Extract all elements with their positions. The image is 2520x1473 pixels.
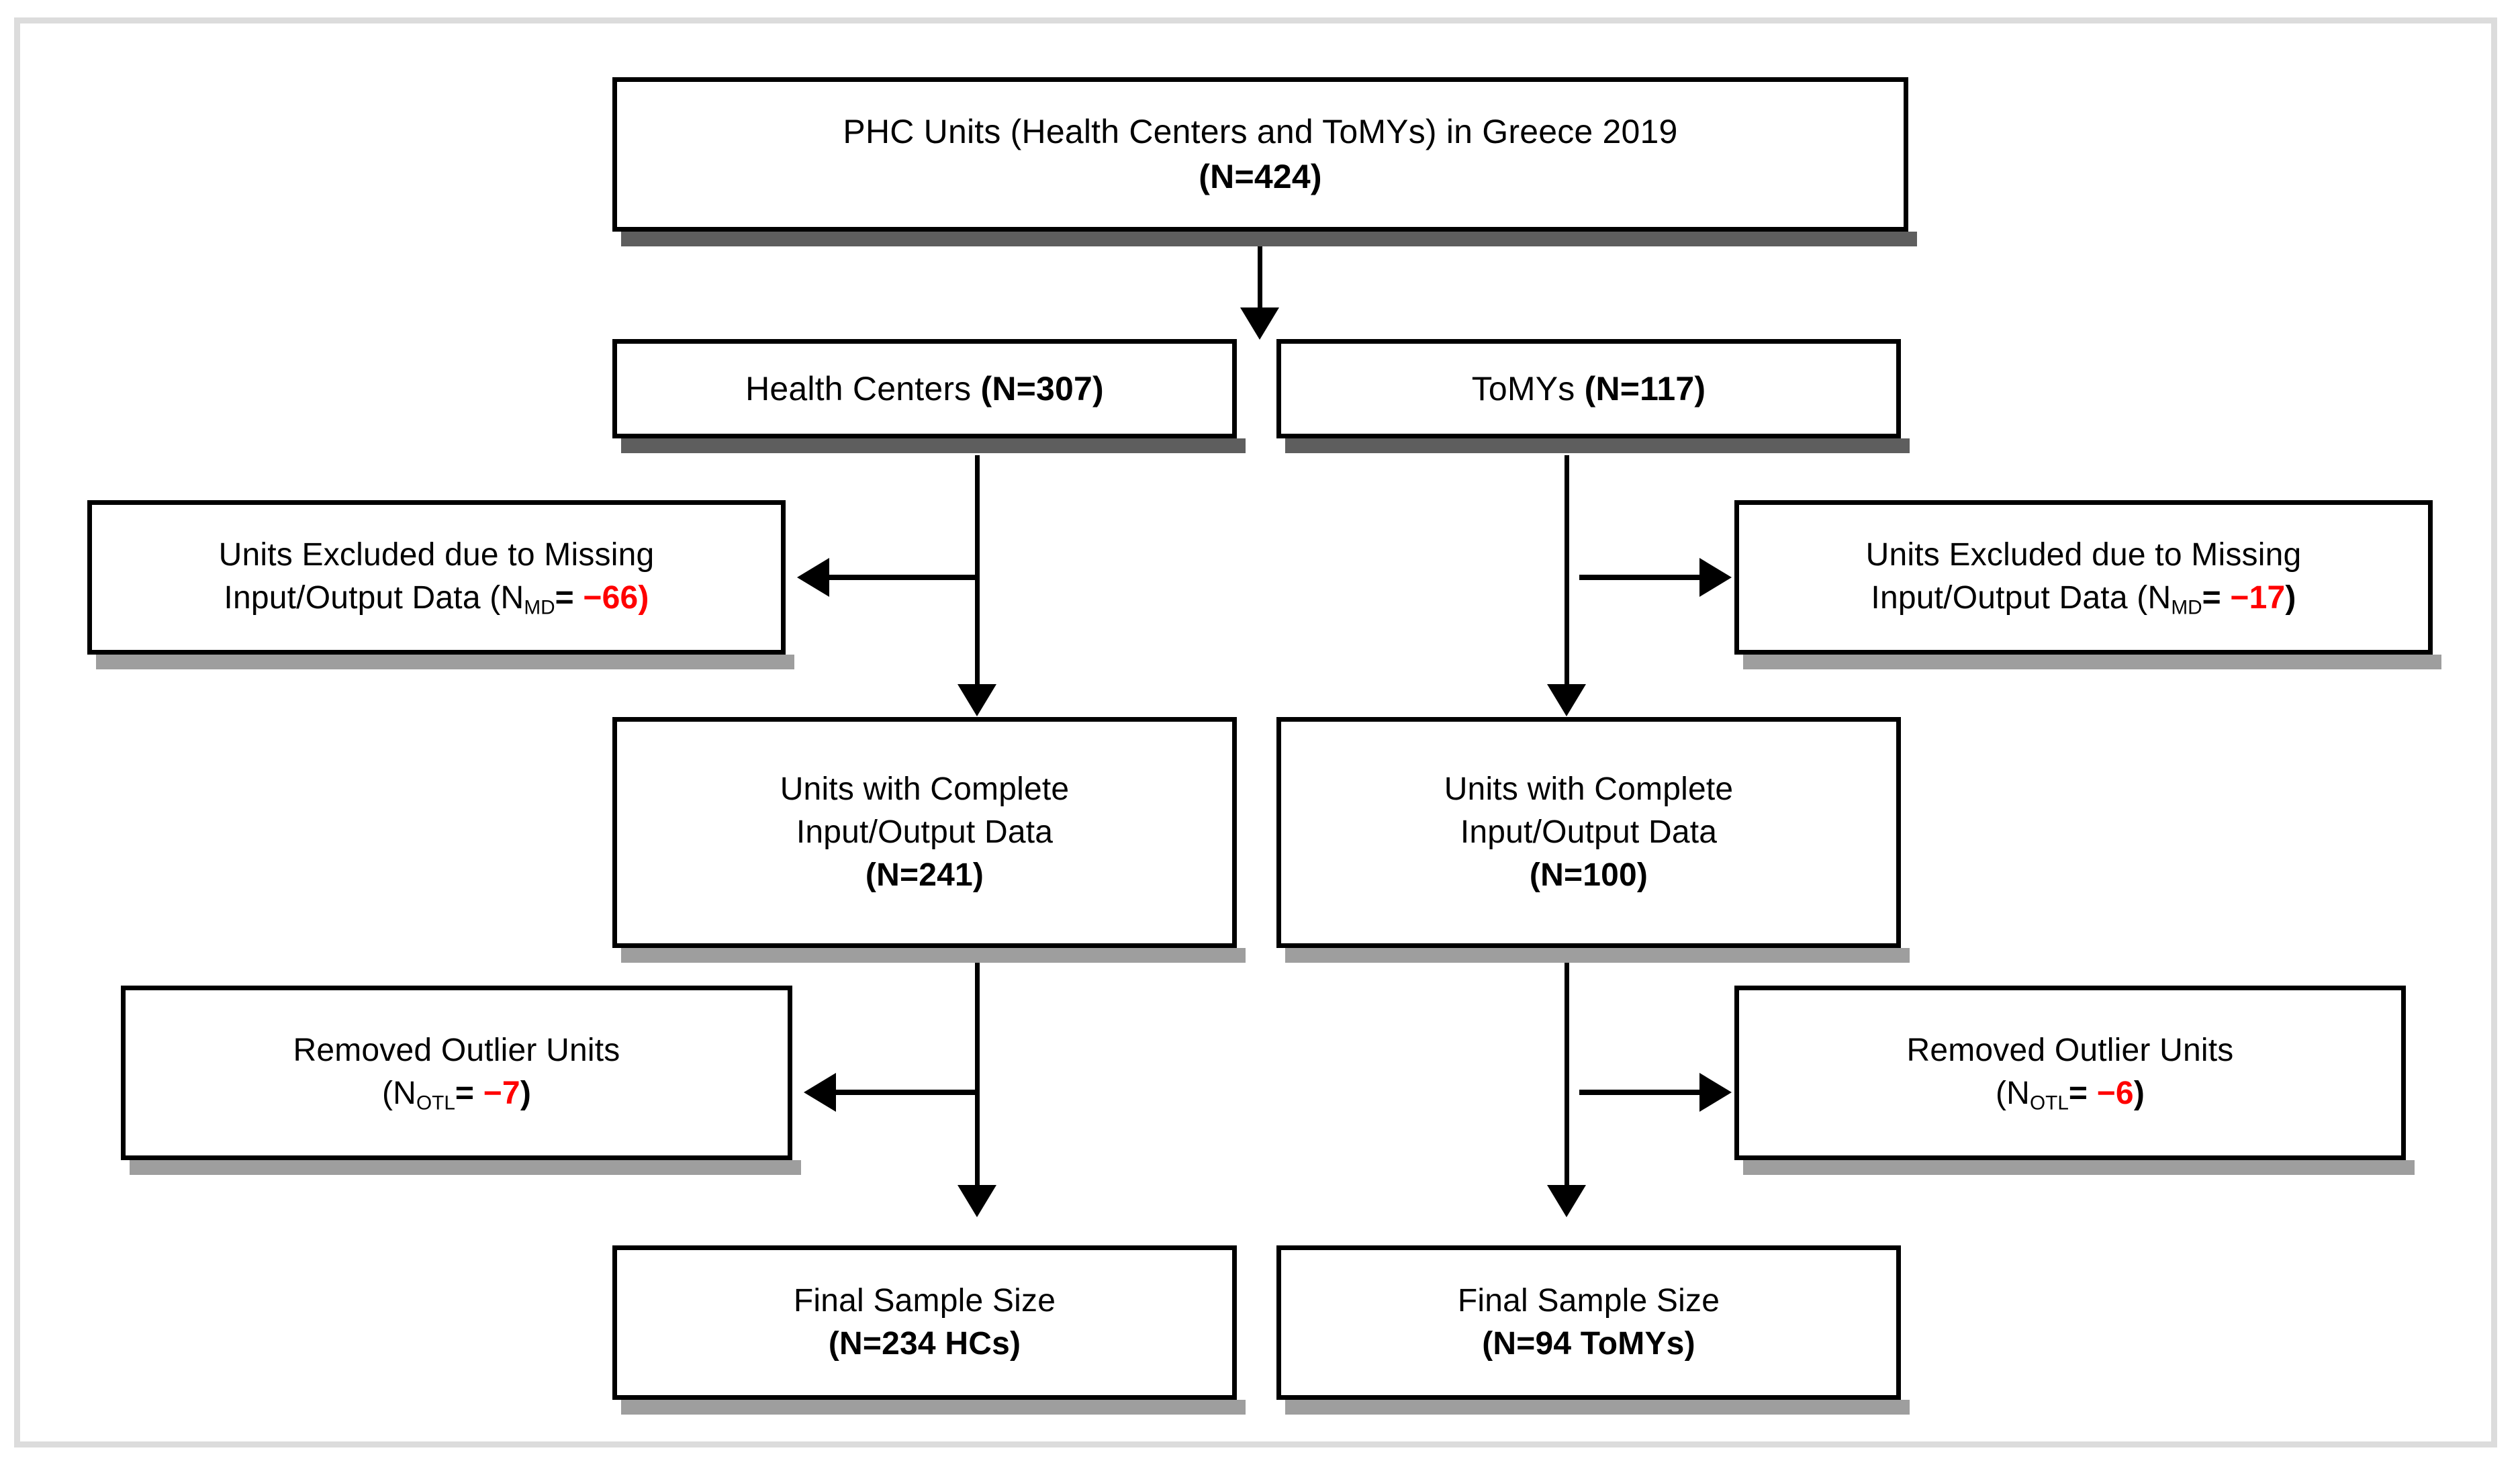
hc-excluded-box: Units Excluded due to Missing Input/Outp… bbox=[87, 500, 786, 655]
hc-complete-shadow bbox=[621, 948, 1246, 963]
source-box-line1: PHC Units (Health Centers and ToMYs) in … bbox=[843, 113, 1678, 150]
hc-branch-shadow bbox=[621, 438, 1246, 453]
arrow-hc-complete-to-final-icon bbox=[958, 1185, 996, 1217]
hc-excluded-line2: Input/Output Data (NMD= −66) bbox=[224, 580, 649, 619]
hc-complete-line1: Units with Complete bbox=[780, 771, 1070, 807]
hc-final-count: (N=234 HCs) bbox=[828, 1326, 1021, 1362]
tomy-excluded-shadow bbox=[1743, 655, 2441, 669]
hc-excluded-line1: Units Excluded due to Missing bbox=[218, 536, 655, 573]
arrow-hc-exclusion-icon bbox=[797, 558, 829, 597]
tomy-complete-box: Units with Complete Input/Output Data (N… bbox=[1276, 717, 1901, 948]
hc-branch-label: Health Centers (N=307) bbox=[745, 369, 1104, 408]
source-box-shadow bbox=[621, 232, 1917, 246]
arrow-source-to-split-icon bbox=[1240, 307, 1279, 340]
tomy-complete-line1: Units with Complete bbox=[1444, 771, 1734, 807]
figure-frame bbox=[14, 17, 2497, 1447]
arrow-tomy-exclusion-icon bbox=[1699, 558, 1732, 597]
tomy-complete-shadow bbox=[1285, 948, 1910, 963]
hc-complete-count: (N=241) bbox=[865, 857, 984, 894]
hc-complete-line2: Input/Output Data bbox=[796, 814, 1054, 850]
connector-tomy-complete-to-final bbox=[1565, 963, 1569, 1191]
hc-final-shadow bbox=[621, 1400, 1246, 1415]
tomy-outliers-line2: (NOTL= −6) bbox=[1995, 1076, 2145, 1114]
arrow-hc-outlier-icon bbox=[804, 1073, 836, 1112]
connector-source-to-split bbox=[1258, 246, 1262, 314]
arrow-tomy-outlier-icon bbox=[1699, 1073, 1732, 1112]
tomy-outliers-shadow bbox=[1743, 1160, 2415, 1175]
tomy-excluded-box: Units Excluded due to Missing Input/Outp… bbox=[1734, 500, 2433, 655]
tomy-outliers-line1: Removed Outlier Units bbox=[1906, 1032, 2234, 1068]
tomy-complete-line2: Input/Output Data bbox=[1460, 814, 1718, 850]
hc-final-box: Final Sample Size (N=234 HCs) bbox=[612, 1245, 1237, 1400]
tomy-final-shadow bbox=[1285, 1400, 1910, 1415]
connector-tomy-branch-to-complete bbox=[1565, 455, 1569, 690]
arrow-tomy-branch-to-complete-icon bbox=[1547, 684, 1586, 716]
connector-hc-branch-to-complete bbox=[975, 455, 980, 690]
tomy-outliers-box: Removed Outlier Units (NOTL= −6) bbox=[1734, 986, 2406, 1160]
hc-outliers-shadow bbox=[130, 1160, 801, 1175]
tomy-final-box: Final Sample Size (N=94 ToMYs) bbox=[1276, 1245, 1901, 1400]
connector-hc-exclusion-spur bbox=[829, 575, 978, 580]
hc-outliers-line2: (NOTL= −7) bbox=[381, 1076, 532, 1114]
hc-complete-box: Units with Complete Input/Output Data (N… bbox=[612, 717, 1237, 948]
tomy-complete-count: (N=100) bbox=[1529, 857, 1648, 894]
tomy-final-count: (N=94 ToMYs) bbox=[1482, 1326, 1695, 1362]
tomy-branch-label: ToMYs (N=117) bbox=[1471, 369, 1706, 408]
tomy-branch-shadow bbox=[1285, 438, 1910, 453]
tomy-excluded-line1: Units Excluded due to Missing bbox=[1865, 536, 2302, 573]
tomy-final-line1: Final Sample Size bbox=[1457, 1282, 1720, 1319]
arrow-tomy-complete-to-final-icon bbox=[1547, 1185, 1586, 1217]
source-box-count: (N=424) bbox=[1199, 158, 1322, 195]
connector-hc-complete-to-final bbox=[975, 963, 980, 1191]
tomy-excluded-line2: Input/Output Data (NMD= −17) bbox=[1871, 580, 2296, 619]
hc-branch-box: Health Centers (N=307) bbox=[612, 339, 1237, 438]
hc-outliers-line1: Removed Outlier Units bbox=[293, 1032, 620, 1068]
connector-tomy-exclusion-spur bbox=[1579, 575, 1704, 580]
hc-outliers-box: Removed Outlier Units (NOTL= −7) bbox=[121, 986, 792, 1160]
connector-tomy-outlier-spur bbox=[1579, 1090, 1704, 1095]
tomy-branch-box: ToMYs (N=117) bbox=[1276, 339, 1901, 438]
hc-excluded-shadow bbox=[96, 655, 794, 669]
hc-final-line1: Final Sample Size bbox=[793, 1282, 1056, 1319]
connector-hc-outlier-spur bbox=[836, 1090, 978, 1095]
source-box: PHC Units (Health Centers and ToMYs) in … bbox=[612, 77, 1908, 232]
arrow-hc-branch-to-complete-icon bbox=[958, 684, 996, 716]
